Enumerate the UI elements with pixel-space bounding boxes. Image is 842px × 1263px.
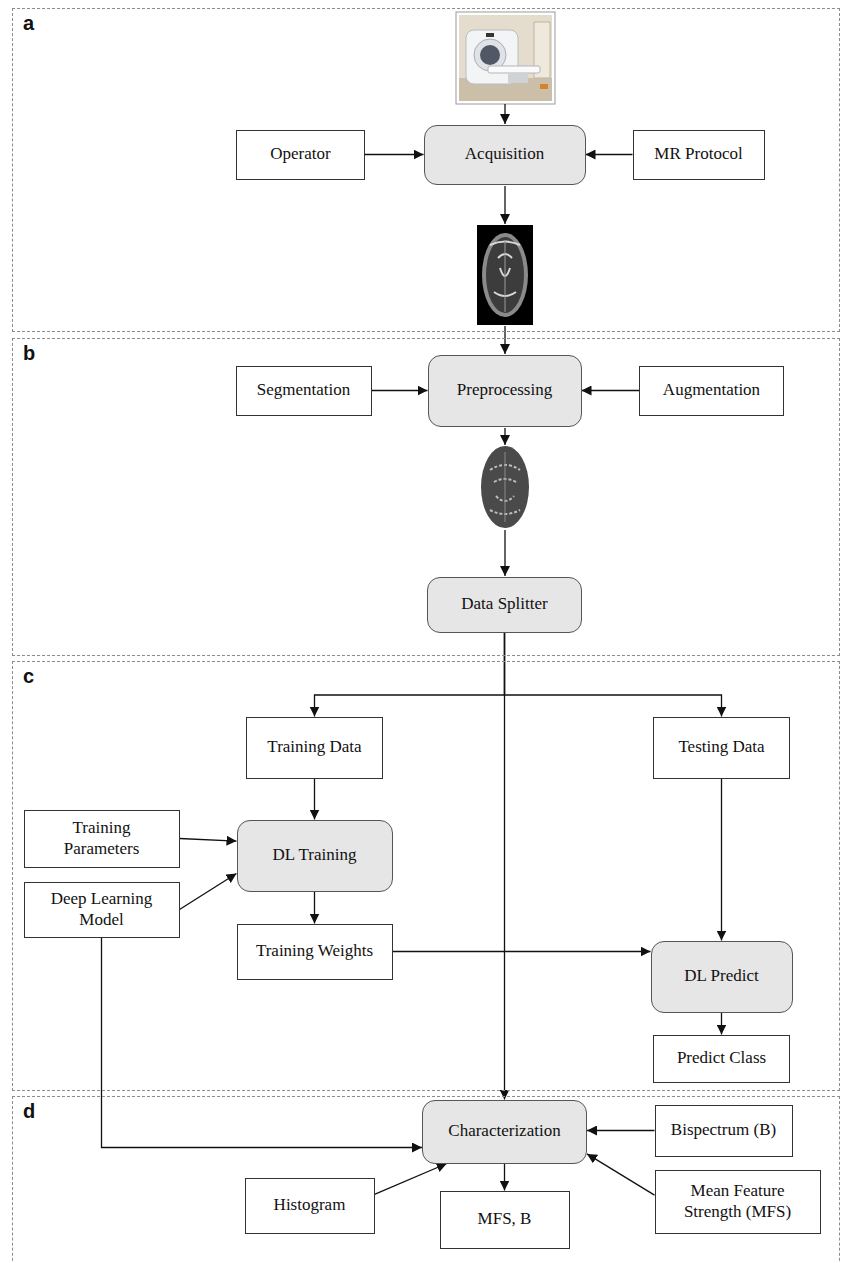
flow-arrow [721,779,722,941]
data-box: MR Protocol [633,130,765,180]
panel-band: aOperator Acquisition MR Protocol [12,8,840,332]
flow-arrow [504,104,505,124]
box-label: Segmentation [257,380,350,400]
midline [505,240,506,312]
scanner-bore [480,45,500,65]
panel-band: cTraining Data Testing DataTraining Param… [12,661,840,1091]
box-label: Training Parameters [35,818,169,859]
box-label: Data Splitter [461,594,547,614]
flow-arrow [393,951,651,952]
box-label: MR Protocol [654,144,742,164]
box-label: Predict Class [677,1048,766,1068]
process-box: Preprocessing [428,355,582,427]
data-box: Testing Data [653,717,790,779]
patient-bed [488,66,540,73]
data-box: Operator [236,130,365,180]
room-wall [459,15,552,101]
mri-scanner-photo [456,12,555,104]
brain-tissue [486,237,524,313]
image-ground [477,225,533,325]
data-box: Training Parameters [24,810,180,868]
flow-arrow [587,1130,655,1131]
data-box: Predict Class [653,1035,790,1083]
box-label: Preprocessing [457,380,552,400]
process-box: Characterization [422,1100,587,1164]
box-label: DL Training [273,845,357,865]
floor-detail [540,84,548,89]
box-label: Histogram [274,1195,346,1215]
box-label: Acquisition [465,144,544,164]
flow-arrow [504,186,505,224]
data-box: Bispectrum (B) [655,1105,793,1157]
data-box: Histogram [245,1178,375,1234]
flow-arrow [375,1164,447,1195]
flow-arrow [365,154,424,155]
flow-arrow [314,779,315,820]
photo-frame [456,12,555,104]
data-box: Training Data [246,717,383,779]
brain-mri-slice [477,225,533,325]
flow-arrow [505,633,722,717]
brain-mask [481,446,529,528]
flow-arrow [372,390,428,391]
box-label: Testing Data [678,737,764,757]
data-box: MFS, B [440,1191,570,1249]
flow-arrow [180,839,237,842]
flow-arrow [180,874,237,910]
skull-rim [482,233,528,317]
box-label: Training Data [267,737,361,757]
data-box: Augmentation [639,366,784,416]
flow-arrow [582,390,640,391]
flow-arrow [314,892,315,924]
panel-band: dCharacterization Bispectrum (B) Histogram… [12,1096,840,1263]
flow-arrow [504,1164,505,1191]
data-box: Deep Learning Model [24,882,180,938]
box-label: Operator [270,144,330,164]
box-label: Bispectrum (B) [671,1120,776,1140]
box-label: Mean Feature Strength (MFS) [666,1181,810,1222]
box-label: Characterization [448,1121,560,1141]
data-box: Segmentation [236,366,372,416]
bed-base [508,73,528,83]
flow-arrow [504,530,505,576]
process-box: DL Predict [651,941,793,1013]
flow-arrow [504,428,505,445]
process-box: Acquisition [424,125,586,185]
box-label: Deep Learning Model [35,889,169,930]
panel-letter: d [23,1100,35,1123]
process-box: Data Splitter [427,577,582,633]
flow-arrow [721,1013,722,1035]
flow-arrow [504,633,505,1100]
flow-arrow [586,154,633,155]
flow-arrow [587,1154,655,1195]
panel-band: bSegmentation Preprocessing AugmentationDa… [12,338,840,656]
box-label: DL Predict [684,966,758,986]
panel-letter: a [23,12,34,35]
box-label: Augmentation [663,380,760,400]
flow-arrow [315,633,505,717]
process-box: DL Training [237,820,393,892]
panel-letter: c [23,665,34,688]
box-label: Training Weights [256,941,373,961]
panel-letter: b [23,342,35,365]
segmented-brain [481,446,529,528]
midline [505,452,506,522]
data-box: Mean Feature Strength (MFS) [655,1170,821,1234]
data-box: Training Weights [237,924,393,980]
flow-arrow [504,326,505,354]
scanner-mark [486,33,494,37]
box-label: MFS, B [478,1209,532,1229]
